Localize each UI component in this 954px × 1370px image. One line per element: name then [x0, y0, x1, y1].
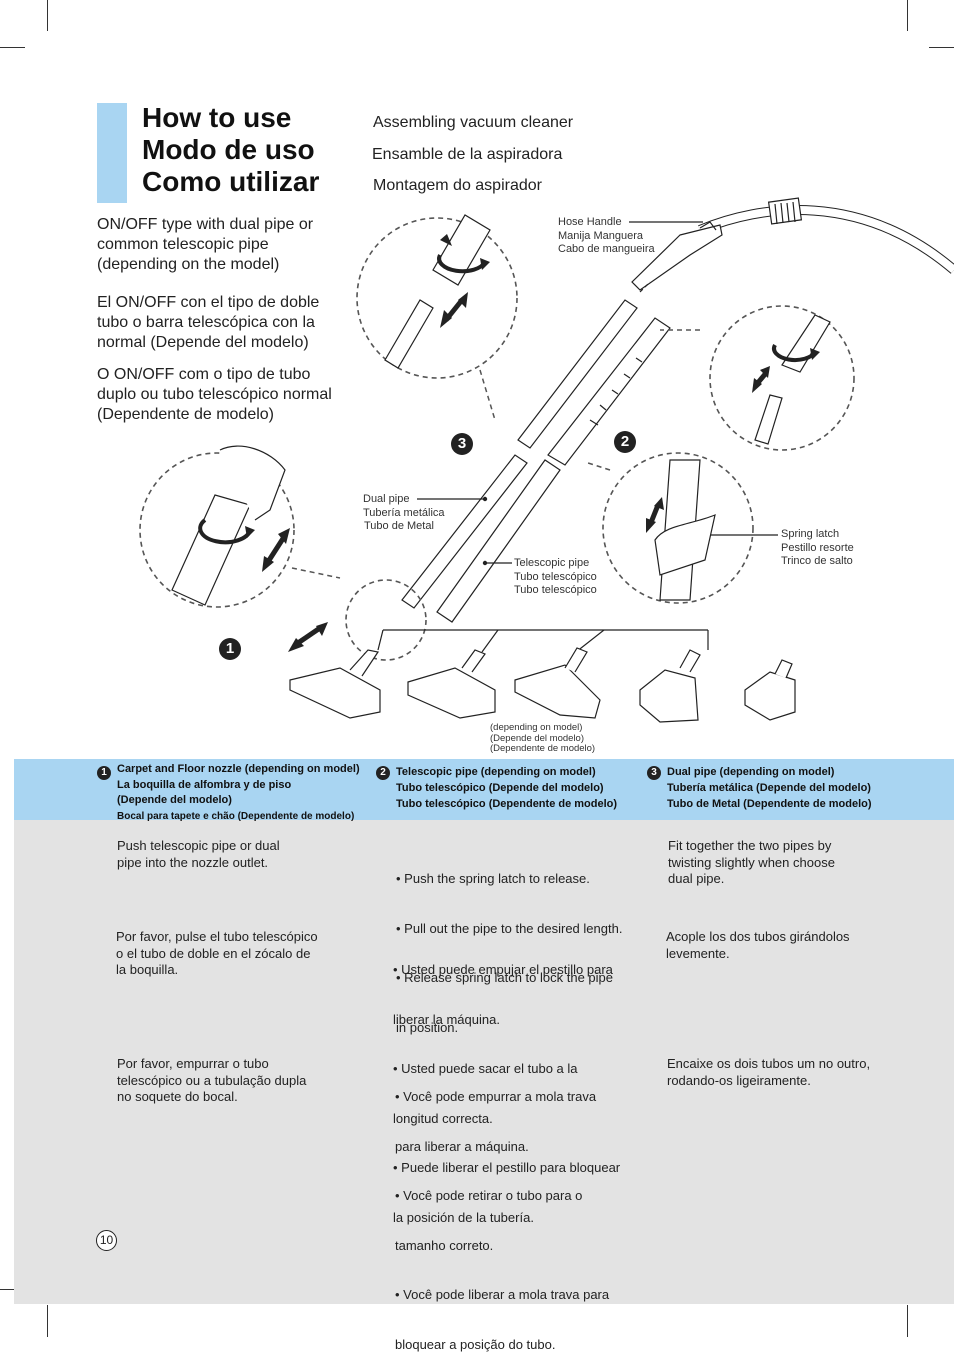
telescopic-pipe-label: Telescopic pipe Tubo telescópico Tubo te…: [514, 557, 597, 596]
step-2-text-pt: • Você pode empurrar a mola trava para l…: [395, 1089, 610, 1352]
step-1-text-pt: Por favor, empurrar o tubo telescópico o…: [117, 1056, 307, 1104]
title-accent-bar: [97, 103, 127, 203]
assembly-illustration: [139, 197, 954, 723]
step-1-heading: Carpet and Floor nozzle (depending on mo…: [117, 763, 360, 822]
crop-mark: [47, 0, 48, 31]
intro-en: ON/OFF type with dual pipe or common tel…: [97, 216, 314, 273]
subtitle-en: Assembling vacuum cleaner: [373, 114, 574, 131]
step-2-number: 2: [376, 766, 390, 780]
page-title-pt: Como utilizar: [142, 166, 320, 197]
diagram-number-2: 2: [614, 431, 636, 453]
intro-es: El ON/OFF con el tipo de doble tubo o ba…: [97, 294, 320, 351]
subtitle-es: Ensamble de la aspiradora: [372, 146, 563, 163]
crop-mark: [907, 1305, 908, 1337]
step-3-number: 3: [647, 766, 661, 780]
subtitle-pt: Montagem do aspirador: [373, 177, 542, 194]
crop-mark: [907, 0, 908, 31]
step-3-text-pt: Encaixe os dois tubos um no outro, rodan…: [667, 1056, 871, 1088]
crop-mark: [0, 1289, 25, 1290]
step-2-text-en: • Push the spring latch to release. • Pu…: [396, 871, 623, 1035]
step-2-text-es: • Usted puede empujar el pestillo para l…: [393, 962, 621, 1225]
diagram-number-3: 3: [451, 433, 473, 455]
intro-pt: O ON/OFF com o tipo de tubo duplo ou tub…: [97, 366, 332, 423]
step-1-text-en: Push telescopic pipe or dual pipe into t…: [117, 838, 280, 870]
step-3-heading: Dual pipe (depending on model) Tubería m…: [667, 766, 872, 810]
instructions-header-band: [14, 759, 954, 820]
hose-handle-label: Hose Handle Manija Manguera Cabo de mang…: [558, 216, 655, 255]
depending-note: (depending on model) (Depende del modelo…: [490, 722, 596, 754]
step-1-number: 1: [97, 766, 111, 780]
diagram-number-1: 1: [219, 638, 241, 660]
dual-pipe-label: Dual pipe Tubería metálica Tubo de Metal: [363, 493, 445, 532]
page-title-es: Modo de uso: [142, 134, 315, 165]
crop-mark: [929, 47, 954, 48]
step-2-heading: Telescopic pipe (depending on model) Tub…: [396, 766, 618, 810]
spring-latch-label: Spring latch Pestillo resorte Trinco de …: [781, 528, 854, 567]
page-title-en: How to use: [142, 102, 292, 133]
step-3-text-es: Acople los dos tubos girándolos levement…: [666, 929, 850, 961]
crop-mark: [0, 47, 25, 48]
step-1-text-es: Por favor, pulse el tubo telescópico o e…: [116, 929, 318, 977]
crop-mark: [47, 1305, 48, 1337]
page-number: 10: [96, 1230, 117, 1251]
instructions-panel: [14, 759, 954, 1304]
step-3-text-en: Fit together the two pipes by twisting s…: [668, 838, 835, 886]
